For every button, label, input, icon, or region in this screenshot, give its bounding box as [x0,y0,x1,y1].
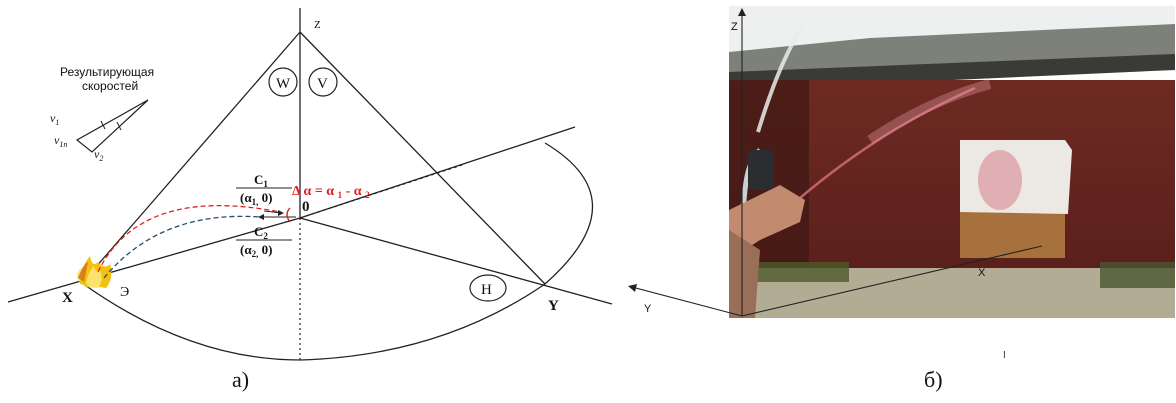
plane-v-marker [308,67,338,97]
photo-z-axis-arrow [738,8,746,16]
left-diagram: Z W V H X Y Э 0 [7,8,613,362]
c2-coord: (α2, 0) [240,242,272,259]
photo-spray-red [799,86,976,199]
photo-person-body [729,230,760,318]
source-label: Э [120,285,129,300]
edge-apex-x [81,31,301,284]
photo-grass-right [1100,262,1175,288]
plane-w-label: W [276,76,291,92]
ground-line-x [7,217,301,303]
photo-z-label: Z [731,21,738,33]
caption-b: б) [924,367,943,392]
photo-x-label: X [978,267,986,279]
ground-line-y [299,217,613,305]
fire-source-icon [77,256,112,288]
plane-h-label: H [481,282,492,298]
photo-y-axis [631,286,743,317]
photo-spray-red-mist [867,79,992,145]
ground-diagonal-dashed [299,164,463,219]
photo-tick-mark: I [1003,350,1006,361]
c1-label: C1 [254,172,268,189]
photo-grass-left [729,262,849,282]
arrow-c1-head [278,210,284,216]
photo-y-axis-arrow [628,284,637,292]
legend-title-line2: скоростей [82,79,138,93]
caption-a: а) [232,367,250,392]
photo-x-axis [741,245,1043,317]
right-photo: Z X Y I [628,6,1175,361]
photo-target-board [960,210,1065,258]
plane-v-label: V [317,76,328,92]
c1-coord: (α1, 0) [240,190,272,207]
velocity-tick-1 [100,120,106,130]
velocity-triangle [75,99,149,153]
photo-nozzle [748,150,774,190]
legend-v1: v1 [50,111,59,127]
point-y-label: Y [548,298,559,314]
plane-w-marker [268,67,298,97]
plane-h-marker [469,274,507,302]
arrow-c2-head [258,214,264,220]
edge-apex-y [299,31,546,285]
legend-v1n: v1n [54,133,67,149]
trajectory-c2 [103,215,261,279]
c2-label: C2 [254,224,268,241]
legend-title-line1: Результирующая [60,65,154,79]
delta-formula: Δ α = α 1 - α 2 [292,184,370,200]
photo-target-stain [978,150,1022,210]
delta-angle-arc [286,207,291,223]
z-axis-label: Z [314,19,321,31]
side-arc [544,142,593,285]
trajectory-c1 [97,205,281,273]
legend-v2: v2 [94,147,103,163]
photo-arm [729,185,805,260]
photo-target-sheet [960,140,1072,214]
base-arc [81,282,546,361]
velocity-tick-2 [116,121,122,131]
photo-spray-white [756,26,804,133]
point-x-label: X [62,290,73,306]
photo-y-label: Y [644,303,652,315]
origin-label: 0 [302,199,310,215]
